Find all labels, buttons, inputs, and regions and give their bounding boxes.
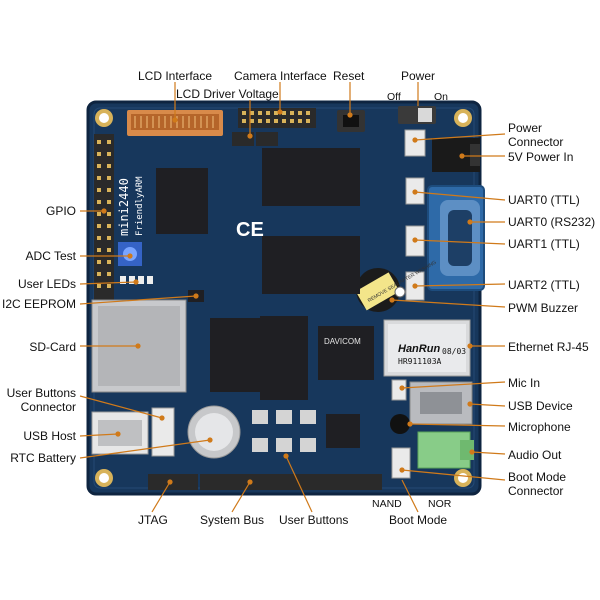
user-buttons-group [252,410,316,452]
label-power-connector-line2: Connector [508,135,564,149]
label-adc-test: ADC Test [25,249,76,263]
label-5v-power-in: 5V Power In [508,150,574,164]
label-boot-mode-connector-line2: Connector [508,484,564,498]
label-pwm-buzzer: PWM Buzzer [508,301,579,315]
label-lcd-driver-voltage: LCD Driver Voltage [176,87,279,101]
ethernet-brand: HanRun [398,343,440,355]
label-ethernet-rj45: Ethernet RJ-45 [508,340,589,354]
label-uart0-ttl: UART0 (TTL) [508,193,580,207]
mounting-hole [95,109,472,487]
label-power-connector-line1: Power [508,121,543,135]
audio-codec-chip [326,414,360,448]
mic-in-connector [391,379,407,401]
user-leds [120,276,153,284]
camera-header [238,108,316,128]
label-boot-mode: Boot Mode [389,513,448,527]
label-user-buttons-connector-line2: Connector [20,400,76,414]
boot-mode-switch [391,447,411,479]
label-user-buttons-connector-line1: User Buttons [6,386,76,400]
sdram-chip-2 [262,236,360,294]
label-i2c-eeprom: I2C EEPROM [1,297,76,311]
label-jtag: JTAG [138,513,168,527]
label-nand: NAND [372,498,402,510]
davicom-label: DAVICOM [324,337,361,346]
silkscreen-brand: mini2440 [117,178,131,236]
label-power-on: On [434,91,449,103]
davicom-ethernet-controller [318,326,374,380]
microphone [390,414,410,434]
sdram-chip-1 [262,148,360,206]
ce-mark: CE [236,219,264,241]
label-mic-in: Mic In [508,376,541,390]
nor-flash-chip [156,168,208,234]
user-buttons-connector [151,407,175,457]
label-boot-mode-connector-line1: Boot Mode [508,470,567,484]
power-connector [404,129,426,157]
label-uart0-rs232: UART0 (RS232) [508,215,596,229]
label-sd-card: SD-Card [29,340,76,354]
label-microphone: Microphone [508,420,571,434]
system-bus-header [200,474,382,490]
label-power: Power [401,69,436,83]
jtag-header [148,474,198,490]
ethernet-date: 08/03 [442,347,466,356]
label-lcd-interface: LCD Interface [138,69,213,83]
label-uart2-ttl: UART2 (TTL) [508,278,580,292]
label-usb-device: USB Device [508,399,573,413]
nand-flash-chip [260,316,308,400]
label-rtc-battery: RTC Battery [10,451,76,465]
label-uart1-ttl: UART1 (TTL) [508,237,580,251]
label-usb-host: USB Host [23,429,76,443]
label-reset: Reset [333,69,365,83]
label-power-off: Off [387,91,401,103]
label-audio-out: Audio Out [508,448,562,462]
leader-lines [79,82,506,513]
silkscreen-vendor: FriendlyARM [135,176,145,236]
label-user-buttons: User Buttons [279,513,349,527]
label-camera-interface: Camera Interface [234,69,327,83]
label-nor: NOR [428,498,452,510]
label-gpio: GPIO [45,204,76,218]
ethernet-part: HR911103A [398,357,442,366]
label-user-leds: User LEDs [17,277,76,291]
label-system-bus: System Bus [200,513,265,527]
